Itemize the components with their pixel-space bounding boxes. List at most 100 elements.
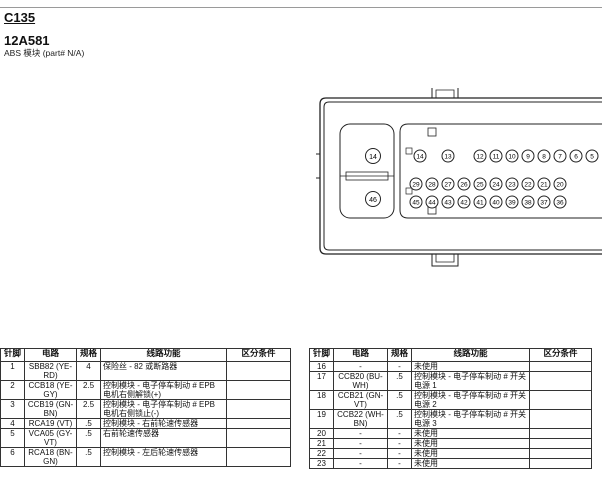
table-row: 23 - - 未使用 bbox=[309, 458, 592, 469]
function-cell: 未使用 bbox=[411, 458, 530, 469]
circuit-cell: CCB19 (GN-BN) bbox=[24, 399, 77, 419]
svg-text:26: 26 bbox=[460, 182, 468, 189]
svg-text:28: 28 bbox=[428, 182, 436, 189]
pin: 45 bbox=[409, 195, 423, 209]
pin: 21 bbox=[537, 177, 551, 191]
circuit-cell: - bbox=[333, 458, 388, 469]
circuit-cell: RCA19 (VT) bbox=[24, 418, 77, 429]
table-row: 22 - - 未使用 bbox=[309, 448, 592, 459]
pin: 39 bbox=[505, 195, 519, 209]
function-header: 线路功能 bbox=[100, 348, 227, 362]
condition-cell bbox=[529, 438, 592, 449]
pin: 26 bbox=[457, 177, 471, 191]
condition-cell bbox=[529, 390, 592, 410]
svg-text:14: 14 bbox=[416, 154, 424, 161]
gauge-cell: .5 bbox=[387, 409, 412, 429]
gauge-cell: - bbox=[387, 458, 412, 469]
gauge-cell: - bbox=[387, 428, 412, 439]
svg-text:37: 37 bbox=[540, 200, 548, 207]
pin: 13 bbox=[441, 149, 455, 163]
circuit-cell: RCA18 (BN-GN) bbox=[24, 447, 77, 467]
circuit-header: 电路 bbox=[333, 348, 388, 362]
svg-text:46: 46 bbox=[369, 197, 377, 204]
svg-text:44: 44 bbox=[428, 200, 436, 207]
svg-text:5: 5 bbox=[590, 154, 594, 161]
svg-text:6: 6 bbox=[574, 154, 578, 161]
pin-row-3: 45 44 43 42 41 40 39 38 37 36 bbox=[409, 195, 567, 209]
condition-header: 区分条件 bbox=[226, 348, 291, 362]
table-row: 1 SBB82 (YE-RD) 4 保险丝 - 82 或断路器 bbox=[0, 361, 291, 381]
pin: 25 bbox=[473, 177, 487, 191]
svg-text:13: 13 bbox=[444, 154, 452, 161]
connector-diagram: 14 46 14 13 12 11 10 9 8 7 6 5 29 28 27 … bbox=[316, 88, 602, 267]
pin: 38 bbox=[521, 195, 535, 209]
gauge-cell: .5 bbox=[387, 390, 412, 410]
pin: 42 bbox=[457, 195, 471, 209]
condition-cell bbox=[226, 361, 291, 381]
circuit-cell: CCB18 (YE-GY) bbox=[24, 380, 77, 400]
table-row: 4 RCA19 (VT) .5 控制模块 - 右前轮速传感器 bbox=[0, 418, 291, 429]
svg-text:21: 21 bbox=[540, 182, 548, 189]
condition-cell bbox=[226, 428, 291, 448]
circuit-cell: CCB20 (BU-WH) bbox=[333, 371, 388, 391]
circuit-header: 电路 bbox=[24, 348, 77, 362]
pin-row-2: 29 28 27 26 25 24 23 22 21 20 bbox=[409, 177, 567, 191]
table-header-row: 针脚 电路 规格 线路功能 区分条件 bbox=[309, 348, 592, 362]
pin: 44 bbox=[425, 195, 439, 209]
gauge-header: 规格 bbox=[387, 348, 412, 362]
function-cell: 控制模块 - 电子停车制动 # EPB 电机右侧解锁(+) bbox=[100, 380, 227, 400]
condition-cell bbox=[226, 399, 291, 419]
table-row: 5 VCA05 (GY-VT) .5 右前轮速传感器 bbox=[0, 428, 291, 448]
pin-cell: 5 bbox=[0, 428, 25, 448]
pin: 43 bbox=[441, 195, 455, 209]
pin: 29 bbox=[409, 177, 423, 191]
pin: 11 bbox=[489, 149, 503, 163]
pin-cell: 2 bbox=[0, 380, 25, 400]
svg-text:40: 40 bbox=[492, 200, 500, 207]
pin-cell: 4 bbox=[0, 418, 25, 429]
pin-cell: 20 bbox=[309, 428, 334, 439]
gauge-cell: 2.5 bbox=[76, 380, 101, 400]
pin: 7 bbox=[553, 149, 567, 163]
condition-cell bbox=[529, 448, 592, 459]
pin-cell: 18 bbox=[309, 390, 334, 410]
circuit-cell: - bbox=[333, 428, 388, 439]
table-row: 17 CCB20 (BU-WH) .5 控制模块 - 电子停车制动 # 开关电源… bbox=[309, 371, 592, 391]
pin-row-1: 14 13 12 11 10 9 8 7 6 5 bbox=[413, 149, 599, 163]
table-row: 3 CCB19 (GN-BN) 2.5 控制模块 - 电子停车制动 # EPB … bbox=[0, 399, 291, 419]
svg-text:43: 43 bbox=[444, 200, 452, 207]
gauge-cell: .5 bbox=[76, 428, 101, 448]
circuit-cell: - bbox=[333, 448, 388, 459]
condition-header: 区分条件 bbox=[529, 348, 592, 362]
svg-text:20: 20 bbox=[556, 182, 564, 189]
table-row: 19 CCB22 (WH-BN) .5 控制模块 - 电子停车制动 # 开关电源… bbox=[309, 409, 592, 429]
function-cell: 未使用 bbox=[411, 428, 530, 439]
function-cell: 控制模块 - 电子停车制动 # 开关电源 3 bbox=[411, 409, 530, 429]
pin-cell: 16 bbox=[309, 361, 334, 372]
condition-cell bbox=[529, 409, 592, 429]
function-cell: 未使用 bbox=[411, 438, 530, 449]
svg-text:24: 24 bbox=[492, 182, 500, 189]
table-row: 16 - - 未使用 bbox=[309, 361, 592, 372]
pin: 27 bbox=[441, 177, 455, 191]
pin: 14 bbox=[413, 149, 427, 163]
svg-text:9: 9 bbox=[526, 154, 530, 161]
svg-text:36: 36 bbox=[556, 200, 564, 207]
pin: 20 bbox=[553, 177, 567, 191]
table-row: 6 RCA18 (BN-GN) .5 控制模块 - 左后轮速传感器 bbox=[0, 447, 291, 467]
svg-text:23: 23 bbox=[508, 182, 516, 189]
svg-text:27: 27 bbox=[444, 182, 452, 189]
svg-text:25: 25 bbox=[476, 182, 484, 189]
pin-cell: 22 bbox=[309, 448, 334, 459]
pin: 23 bbox=[505, 177, 519, 191]
function-cell: 未使用 bbox=[411, 361, 530, 372]
circuit-cell: - bbox=[333, 361, 388, 372]
function-cell: 控制模块 - 电子停车制动 # 开关电源 1 bbox=[411, 371, 530, 391]
circuit-cell: SBB82 (YE-RD) bbox=[24, 361, 77, 381]
pin: 24 bbox=[489, 177, 503, 191]
pin: 5 bbox=[585, 149, 599, 163]
pin-cell: 1 bbox=[0, 361, 25, 381]
condition-cell bbox=[529, 371, 592, 391]
svg-text:11: 11 bbox=[493, 154, 500, 161]
pin: 37 bbox=[537, 195, 551, 209]
